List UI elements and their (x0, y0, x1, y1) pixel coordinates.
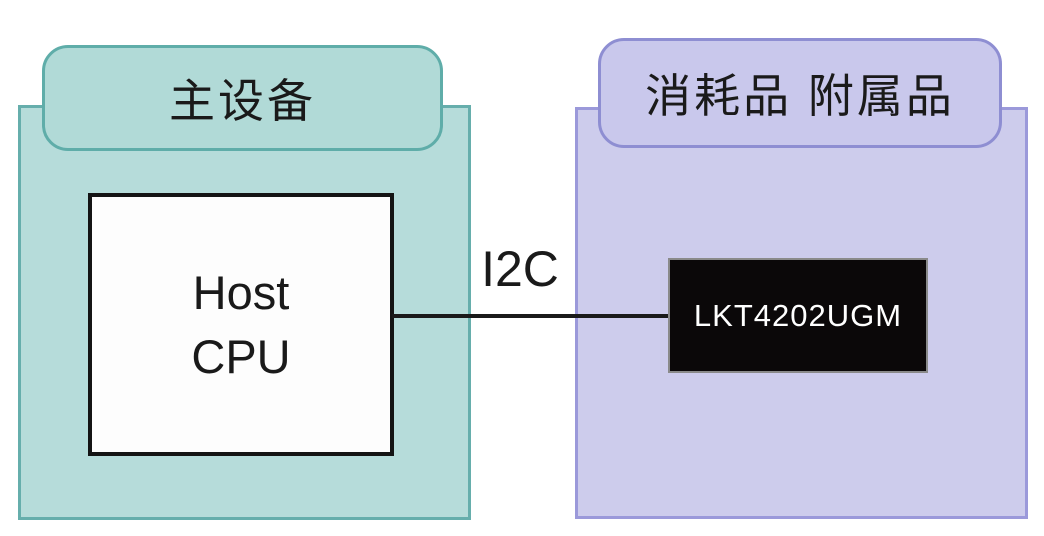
host-cpu-box: Host CPU (88, 193, 394, 456)
host-cpu-label-line1: Host (192, 265, 290, 319)
i2c-bus-line (392, 314, 670, 318)
master-device-label: 主设备 (169, 75, 316, 127)
lkt4202ugm-chip-label: LKT4202UGM (693, 297, 903, 333)
consumable-accessory-label: 消耗品 附属品 (645, 70, 955, 122)
master-device-label-tab: 主设备 (42, 45, 443, 151)
host-cpu-label-line2: CPU (191, 329, 291, 383)
i2c-bus-label: I2C (481, 241, 559, 297)
lkt4202ugm-chip-box: LKT4202UGM (668, 258, 928, 373)
consumable-accessory-label-tab: 消耗品 附属品 (598, 38, 1002, 148)
